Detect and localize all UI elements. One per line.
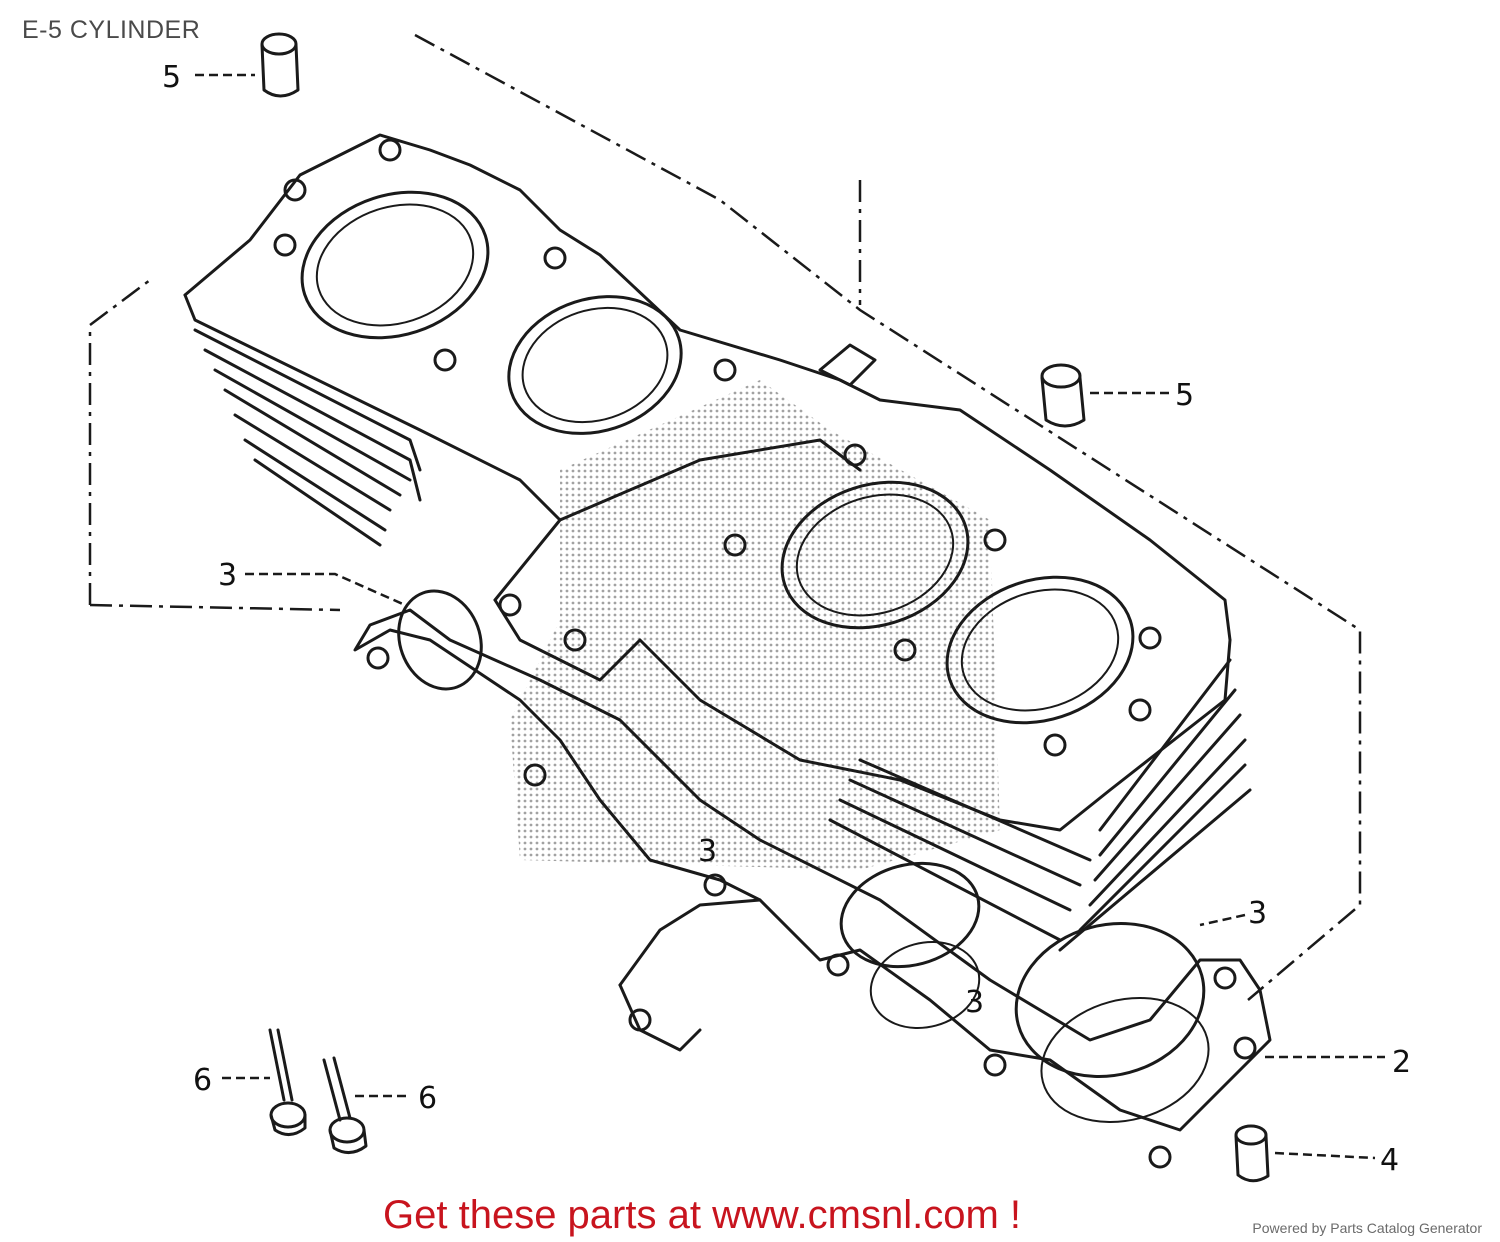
- gasket-bore-middle: [869, 941, 981, 1029]
- base-gasket-tab-lower: [618, 983, 702, 1052]
- stud-holes: [273, 138, 1162, 757]
- bolt-left: [268, 1028, 307, 1136]
- cylinder-bore-2: [507, 295, 683, 435]
- cylinder-bore-1: [300, 190, 490, 340]
- o-ring-lower-middle: [839, 861, 981, 969]
- o-ring-lower-right: [1014, 921, 1206, 1079]
- bolt-right: [322, 1056, 368, 1154]
- leader-3-left: [245, 572, 406, 607]
- callout-3-right: 3: [1248, 896, 1267, 931]
- dowel-pin-bottom-right: [1234, 1124, 1270, 1183]
- cylinder-bore-2-inner: [521, 306, 669, 424]
- cylinder-bore-4-inner: [960, 588, 1120, 712]
- dowel-pin-top-left: [260, 32, 300, 98]
- callout-6-right: 6: [418, 1081, 437, 1116]
- cylinder-block-deck-front-left: [183, 293, 562, 522]
- cylinder-bore-1-inner: [315, 203, 475, 327]
- assembly-outline-bottom-left: [89, 603, 341, 612]
- base-gasket-holes: [366, 646, 1257, 1169]
- cooling-fins: [193, 328, 1252, 952]
- leader-3-right: [1199, 913, 1246, 927]
- dowel-pin-top-center: [818, 343, 877, 387]
- assembly-outline-left: [88, 279, 151, 605]
- callout-4: 4: [1380, 1143, 1399, 1178]
- cylinder-bore-3-inner: [795, 493, 955, 617]
- assembly-outline-right: [414, 33, 1362, 1001]
- callout-2: 2: [1392, 1045, 1411, 1080]
- cylinder-block-deck-front-right: [493, 598, 1232, 832]
- callout-3-lower: 3: [965, 985, 984, 1020]
- dowel-pin-right: [1040, 363, 1086, 428]
- gasket-bore-right: [1040, 997, 1210, 1123]
- cylinder-bore-4: [945, 575, 1135, 725]
- get-parts-link[interactable]: Get these parts at www.cmsnl.com !: [383, 1193, 1021, 1237]
- o-ring-left: [397, 589, 483, 691]
- cylinder-block-deck-back-edge: [183, 133, 1232, 642]
- base-gasket: [353, 608, 1272, 1132]
- callout-5-right: 5: [1175, 378, 1194, 413]
- leader-4: [1274, 1151, 1376, 1160]
- powered-by-text: Powered by Parts Catalog Generator: [1252, 1220, 1482, 1236]
- callout-3-left: 3: [218, 558, 237, 593]
- callout-5-top-left: 5: [162, 60, 181, 95]
- page-title: E-5 CYLINDER: [22, 16, 201, 44]
- cylinder-block-deck-mid: [493, 438, 862, 602]
- callout-6-left: 6: [193, 1063, 212, 1098]
- cylinder-bore-3: [780, 480, 970, 630]
- callout-3-center: 3: [698, 834, 717, 869]
- halftone-shading: [510, 380, 1000, 870]
- base-gasket-tab: [618, 898, 762, 987]
